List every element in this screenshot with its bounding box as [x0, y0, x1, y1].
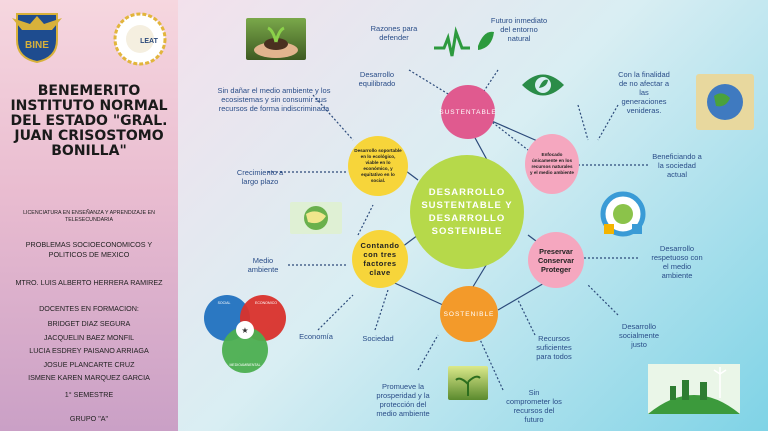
desarrollo-label: Desarrollo soportable en lo ecológico, v… — [354, 148, 402, 183]
globe-map-image — [290, 202, 342, 234]
label-crecimiento: Crecimiento a largo plazo — [236, 168, 284, 186]
label-respetuoso: Desarrollo respetuoso con el medio ambie… — [651, 244, 703, 280]
venn-environment-label: MEDIOAMBIENTAL — [229, 363, 260, 367]
course-name: PROBLEMAS SOCIOECONOMICOS Y POLITICOS DE… — [25, 240, 153, 259]
label-finalidad: Con la finalidad de no afectar a las gen… — [618, 70, 670, 115]
contando-label: Contando con tres factores clave — [360, 241, 400, 277]
center-topic-label: DESARROLLO SUSTENTABLE Y DESARROLLO SOST… — [421, 187, 513, 237]
students-list: BRIDGET DIAZ SEGURA JACQUELIN BAEZ MONFI… — [8, 317, 170, 385]
preservar-node: Preservar Conservar Proteger — [528, 232, 584, 288]
contando-node: Contando con tres factores clave — [352, 230, 408, 288]
seedling-image — [448, 366, 488, 400]
label-equilibrado: Desarrollo equilibrado — [358, 70, 396, 88]
label-medio: Medio ambiente — [247, 256, 279, 274]
sostenible-label: SOSTENIBLE — [443, 310, 495, 318]
label-sin-comprometer: Sin comprometer los recursos del futuro — [506, 388, 562, 424]
enfocado-label: Enfocado únicamente en los recursos natu… — [530, 152, 574, 175]
earth-balance-image — [696, 74, 754, 130]
licenciatura: LICENCIATURA EN ENSEÑANZA Y APRENDIZAJE … — [23, 210, 155, 223]
student-name: BRIDGET DIAZ SEGURA — [47, 319, 131, 328]
label-socialmente: Desarrollo socialmente justo — [618, 322, 660, 349]
svg-text:★: ★ — [241, 326, 248, 335]
leat-logo: LEAT — [113, 12, 167, 66]
student-name: ISMENE KAREN MARQUEZ GARCIA — [28, 373, 150, 382]
label-razones: Razones para defender — [370, 24, 418, 42]
label-recursos: Recursos suficientes para todos — [536, 334, 572, 361]
student-name: LUCIA ESDREY PAISANO ARRIAGA — [29, 346, 149, 355]
student-name: JOSUE PLANCARTE CRUZ — [43, 359, 135, 369]
mind-map-panel: DESARROLLO SUSTENTABLE Y DESARROLLO SOST… — [178, 0, 768, 431]
sustainability-icons-image — [598, 188, 648, 240]
student-name: JACQUELIN BAEZ MONFIL — [43, 332, 135, 342]
label-sin-danar: Sin dañar el medio ambiente y los ecosis… — [217, 86, 331, 113]
venn-economic-label: ECONOMICO — [255, 301, 277, 305]
label-economia: Economía — [299, 332, 333, 341]
sustentable-label: SUSTENTABLE — [439, 108, 497, 116]
hands-plant-image — [246, 18, 306, 60]
group: GRUPO "A" — [69, 414, 109, 423]
school-name: BENEMERITO INSTITUTO NORMAL DEL ESTADO "… — [10, 83, 168, 159]
label-futuro: Futuro inmediato del entorno natural — [490, 16, 548, 43]
semester: 1° SEMESTRE — [64, 390, 114, 399]
eye-leaf-icon — [520, 68, 566, 102]
enfocado-node: Enfocado únicamente en los recursos natu… — [525, 134, 579, 194]
desarrollo-node: Desarrollo soportable en lo ecológico, v… — [348, 136, 408, 196]
teacher-name: MTRO. LUIS ALBERTO HERRERA RAMIREZ — [15, 278, 163, 287]
venn-social-label: SOCIAL — [218, 301, 231, 305]
logo1-text: BINE — [25, 40, 49, 51]
label-promueve: Promueve la prosperidad y la protección … — [376, 382, 430, 418]
label-sociedad: Sociedad — [362, 334, 394, 343]
students-title: DOCENTES EN FORMACION: — [39, 304, 139, 313]
center-topic: DESARROLLO SUSTENTABLE Y DESARROLLO SOST… — [410, 155, 524, 269]
green-city-image — [648, 364, 740, 414]
sustentable-node: SUSTENTABLE — [439, 85, 497, 139]
school-shield-logo: BINE — [12, 10, 62, 64]
sustainability-venn-diagram: SOCIAL ECONOMICO MEDIOAMBIENTAL ★ — [202, 290, 288, 378]
preservar-label: Preservar Conservar Proteger — [537, 246, 575, 274]
left-panel: BINE LEAT BENEMERITO INSTITUTO NORMAL DE… — [0, 0, 178, 431]
heartbeat-leaf-icon — [434, 26, 496, 62]
label-beneficiando: Beneficiando a la sociedad actual — [652, 152, 702, 179]
logo2-text: LEAT — [140, 38, 158, 45]
sostenible-node: SOSTENIBLE — [440, 286, 498, 342]
